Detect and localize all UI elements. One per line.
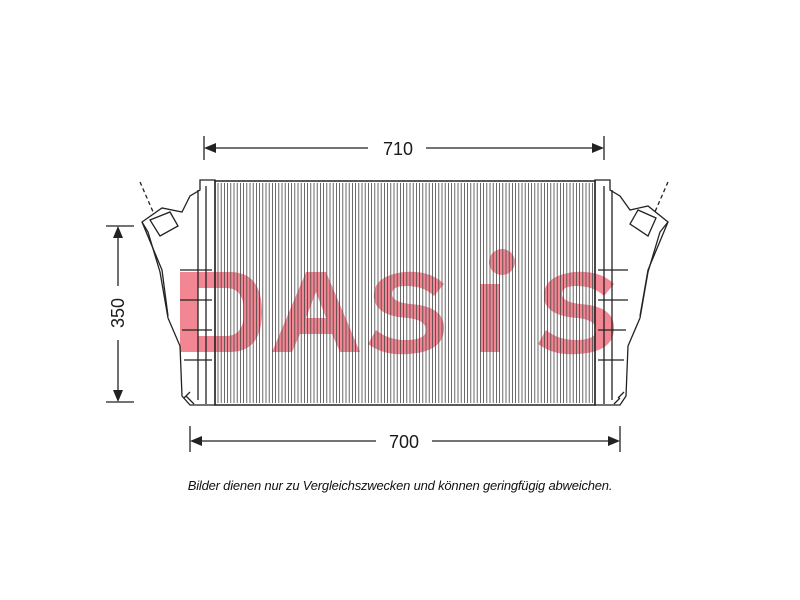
left-tank: [139, 179, 216, 406]
dimension-bottom: [189, 426, 621, 452]
dimension-top-label: 710: [383, 139, 413, 159]
right-tank: [594, 179, 669, 406]
watermark-letter-d: [180, 272, 262, 352]
watermark-letter-s: [368, 271, 444, 355]
disclaimer-caption: Bilder dienen nur zu Vergleichszwecken u…: [187, 478, 613, 493]
dimension-height: [106, 225, 134, 403]
watermark-i-dot: [489, 249, 515, 275]
watermark-letter-a: [272, 272, 360, 352]
radiator-core: [214, 180, 596, 406]
dimension-height-label: 350: [108, 298, 128, 328]
dimension-bottom-label: 700: [389, 432, 419, 452]
dimension-top: [203, 136, 605, 160]
